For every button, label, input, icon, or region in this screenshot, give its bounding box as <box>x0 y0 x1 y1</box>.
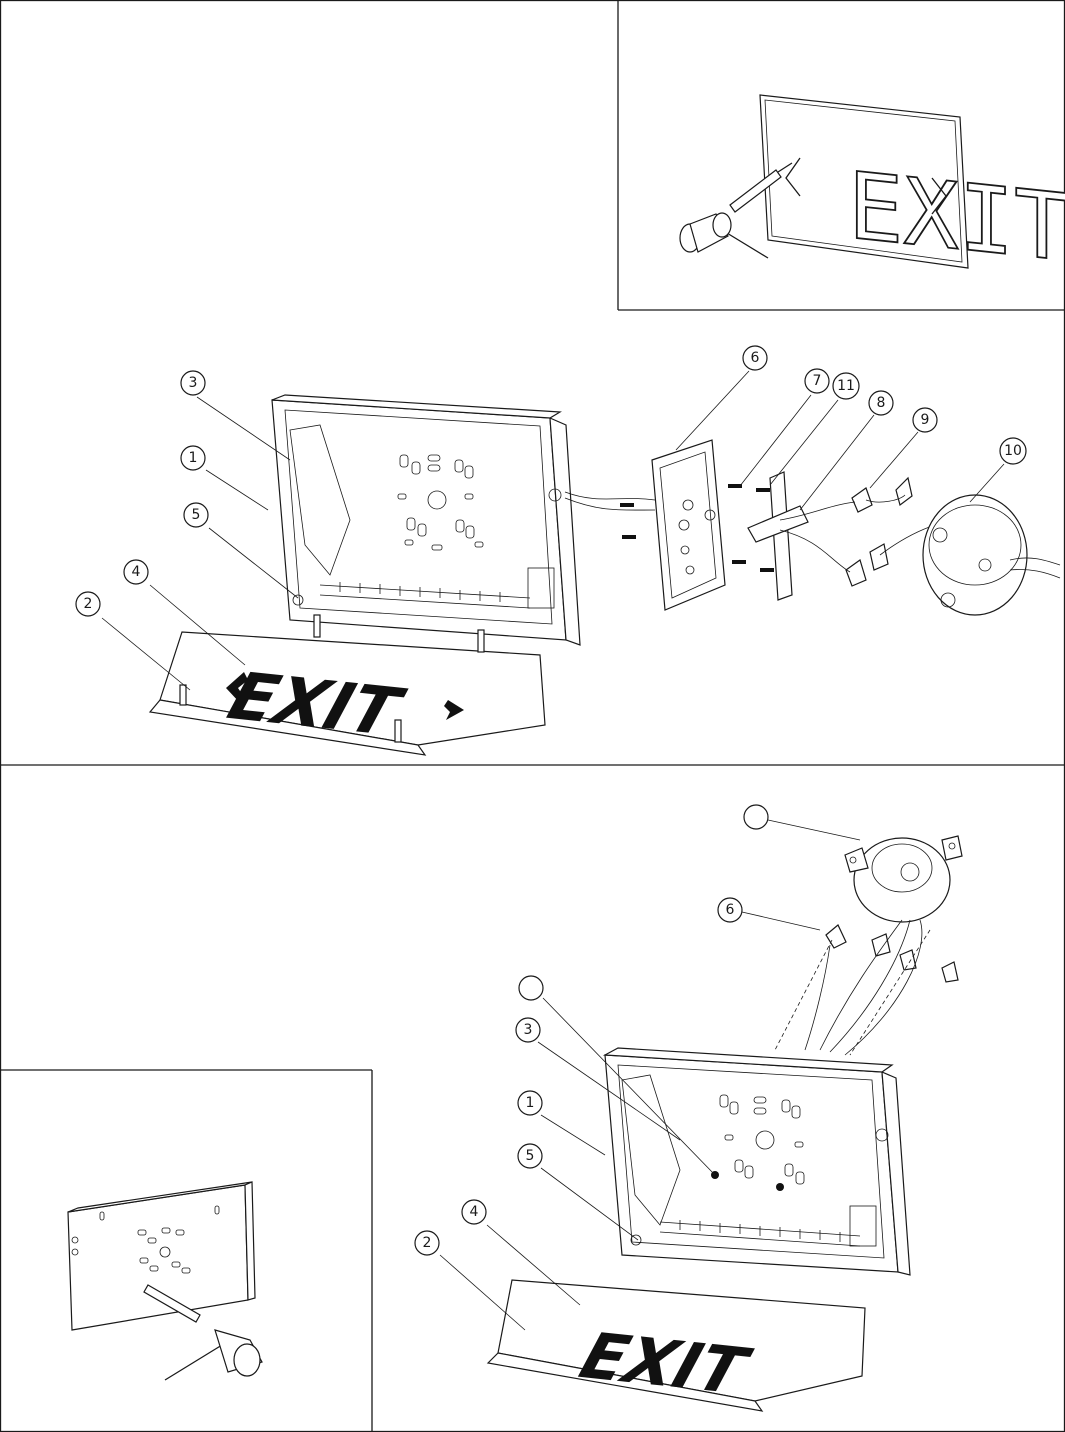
svg-text:3: 3 <box>189 375 198 391</box>
housing-box-bottom <box>605 1048 910 1275</box>
callout-5-bottom: 5 <box>518 1144 542 1168</box>
callout-3-top: 3 <box>181 371 205 395</box>
exploded-view-bottom: EXIT 6 3 <box>415 805 962 1411</box>
knockout-sign-illustration: EXIT <box>680 95 1065 282</box>
faceplate-top: EXIT <box>150 615 545 755</box>
svg-text:3: 3 <box>524 1022 533 1038</box>
exit-sign-lettering: EXIT <box>848 151 1065 282</box>
junction-box <box>923 495 1060 615</box>
callout-8-top: 8 <box>869 391 893 415</box>
callout-2-bottom: 2 <box>415 1231 439 1255</box>
callout-6-bottom: 6 <box>718 898 742 922</box>
exploded-view-top: EXIT <box>76 346 1060 755</box>
svg-text:5: 5 <box>526 1148 535 1164</box>
svg-text:7: 7 <box>813 373 822 389</box>
callout-blank-2-bottom <box>519 976 543 1000</box>
housing-box <box>272 395 580 645</box>
knockout-backbox-illustration <box>68 1182 262 1380</box>
callout-6-top: 6 <box>743 346 767 370</box>
callout-1-top: 1 <box>181 446 205 470</box>
callout-11-top: 11 <box>833 373 859 399</box>
hammer-icon-2 <box>165 1330 262 1380</box>
callout-4-bottom: 4 <box>462 1200 486 1224</box>
svg-text:4: 4 <box>470 1204 479 1220</box>
svg-text:2: 2 <box>423 1235 432 1251</box>
faceplate-bottom: EXIT <box>488 1280 865 1411</box>
hammer-icon <box>680 213 768 258</box>
callout-2-top: 2 <box>76 592 100 616</box>
callout-1-bottom: 1 <box>518 1091 542 1115</box>
svg-text:4: 4 <box>132 564 141 580</box>
svg-text:6: 6 <box>751 350 760 366</box>
svg-text:1: 1 <box>526 1095 535 1111</box>
callout-blank-1-bottom <box>744 805 768 829</box>
callout-9-top: 9 <box>913 408 937 432</box>
svg-text:2: 2 <box>84 596 93 612</box>
canopy-plate <box>652 440 725 610</box>
callout-5-top: 5 <box>184 503 208 527</box>
junction-box-bottom <box>845 836 962 922</box>
svg-text:1: 1 <box>189 450 198 466</box>
svg-text:10: 10 <box>1004 443 1022 459</box>
callout-4-top: 4 <box>124 560 148 584</box>
callout-3-bottom: 3 <box>516 1018 540 1042</box>
wire-nuts <box>846 478 912 586</box>
svg-text:9: 9 <box>921 412 930 428</box>
svg-text:5: 5 <box>192 507 201 523</box>
svg-text:11: 11 <box>837 378 855 394</box>
svg-text:6: 6 <box>726 902 735 918</box>
callout-7-top: 7 <box>805 369 829 393</box>
svg-text:8: 8 <box>877 395 886 411</box>
callout-10-top: 10 <box>1000 438 1026 464</box>
